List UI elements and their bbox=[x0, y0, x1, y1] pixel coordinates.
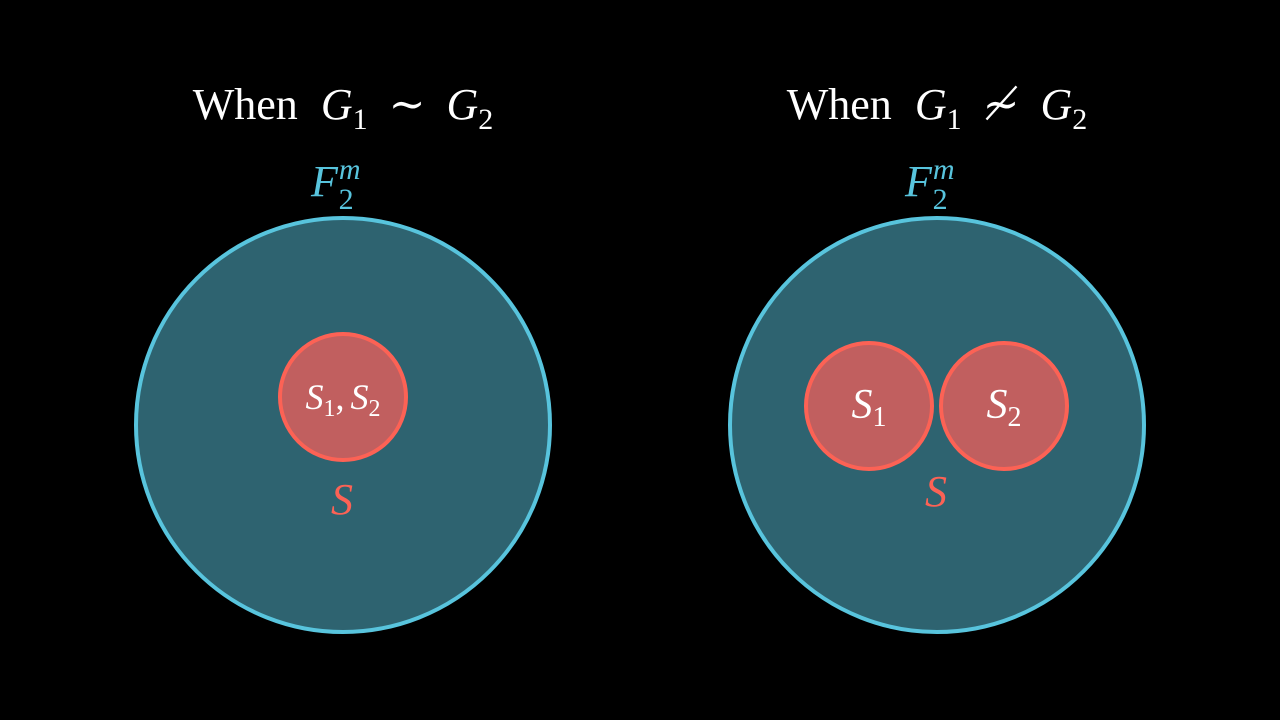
right-circle-s1-label-base: S bbox=[852, 382, 873, 428]
right-circle-s2-label-sub: 2 bbox=[1008, 402, 1022, 433]
right-set-label: S bbox=[925, 467, 947, 516]
right-title-relation: ≁ bbox=[983, 80, 1020, 129]
left-title-g2: G bbox=[446, 80, 478, 129]
left-title-g1: G bbox=[321, 80, 353, 129]
right-circle-s2 bbox=[939, 341, 1069, 471]
right-circle-s1 bbox=[804, 341, 934, 471]
left-outer-label-sup: m bbox=[339, 153, 361, 186]
left-set-label: S bbox=[331, 475, 353, 524]
left-inner-label-s1: S bbox=[306, 377, 324, 417]
left-title-relation: ∼ bbox=[389, 80, 426, 129]
left-inner-label-comma: , bbox=[336, 377, 345, 417]
right-title-word: When bbox=[787, 80, 892, 129]
left-title-g1-sub: 1 bbox=[353, 103, 368, 136]
right-title-g2-sub: 2 bbox=[1072, 103, 1087, 136]
left-inner-label-s2: S bbox=[351, 377, 369, 417]
right-title-g1: G bbox=[915, 80, 947, 129]
left-title: When G1 ∼ G2 bbox=[193, 80, 494, 139]
right-circle-s1-label: S1 bbox=[852, 382, 887, 433]
right-title-g2: G bbox=[1040, 80, 1072, 129]
right-title: When G1 ≁ G2 bbox=[787, 80, 1088, 139]
left-inner-label-s2-sub: 2 bbox=[369, 396, 381, 422]
left-outer-label-sub: 2 bbox=[339, 183, 354, 216]
right-outer-circle bbox=[728, 216, 1146, 634]
left-outer-label-base: F bbox=[310, 157, 339, 206]
right-circle-s2-label: S2 bbox=[987, 382, 1022, 433]
left-title-g2-sub: 2 bbox=[478, 103, 493, 136]
right-circle-s1-label-sub: 1 bbox=[873, 402, 887, 433]
right-circle-s2-label-base: S bbox=[987, 382, 1008, 428]
left-title-word: When bbox=[193, 80, 298, 129]
right-outer-label-base: F bbox=[904, 157, 933, 206]
right-outer-label-sup: m bbox=[933, 153, 955, 186]
left-inner-label-s1-sub: 1 bbox=[324, 396, 336, 422]
right-title-g1-sub: 1 bbox=[947, 103, 962, 136]
right-outer-label-sub: 2 bbox=[933, 183, 948, 216]
left-inner-circle bbox=[278, 332, 408, 462]
left-inner-label: S1,S2 bbox=[306, 377, 381, 422]
